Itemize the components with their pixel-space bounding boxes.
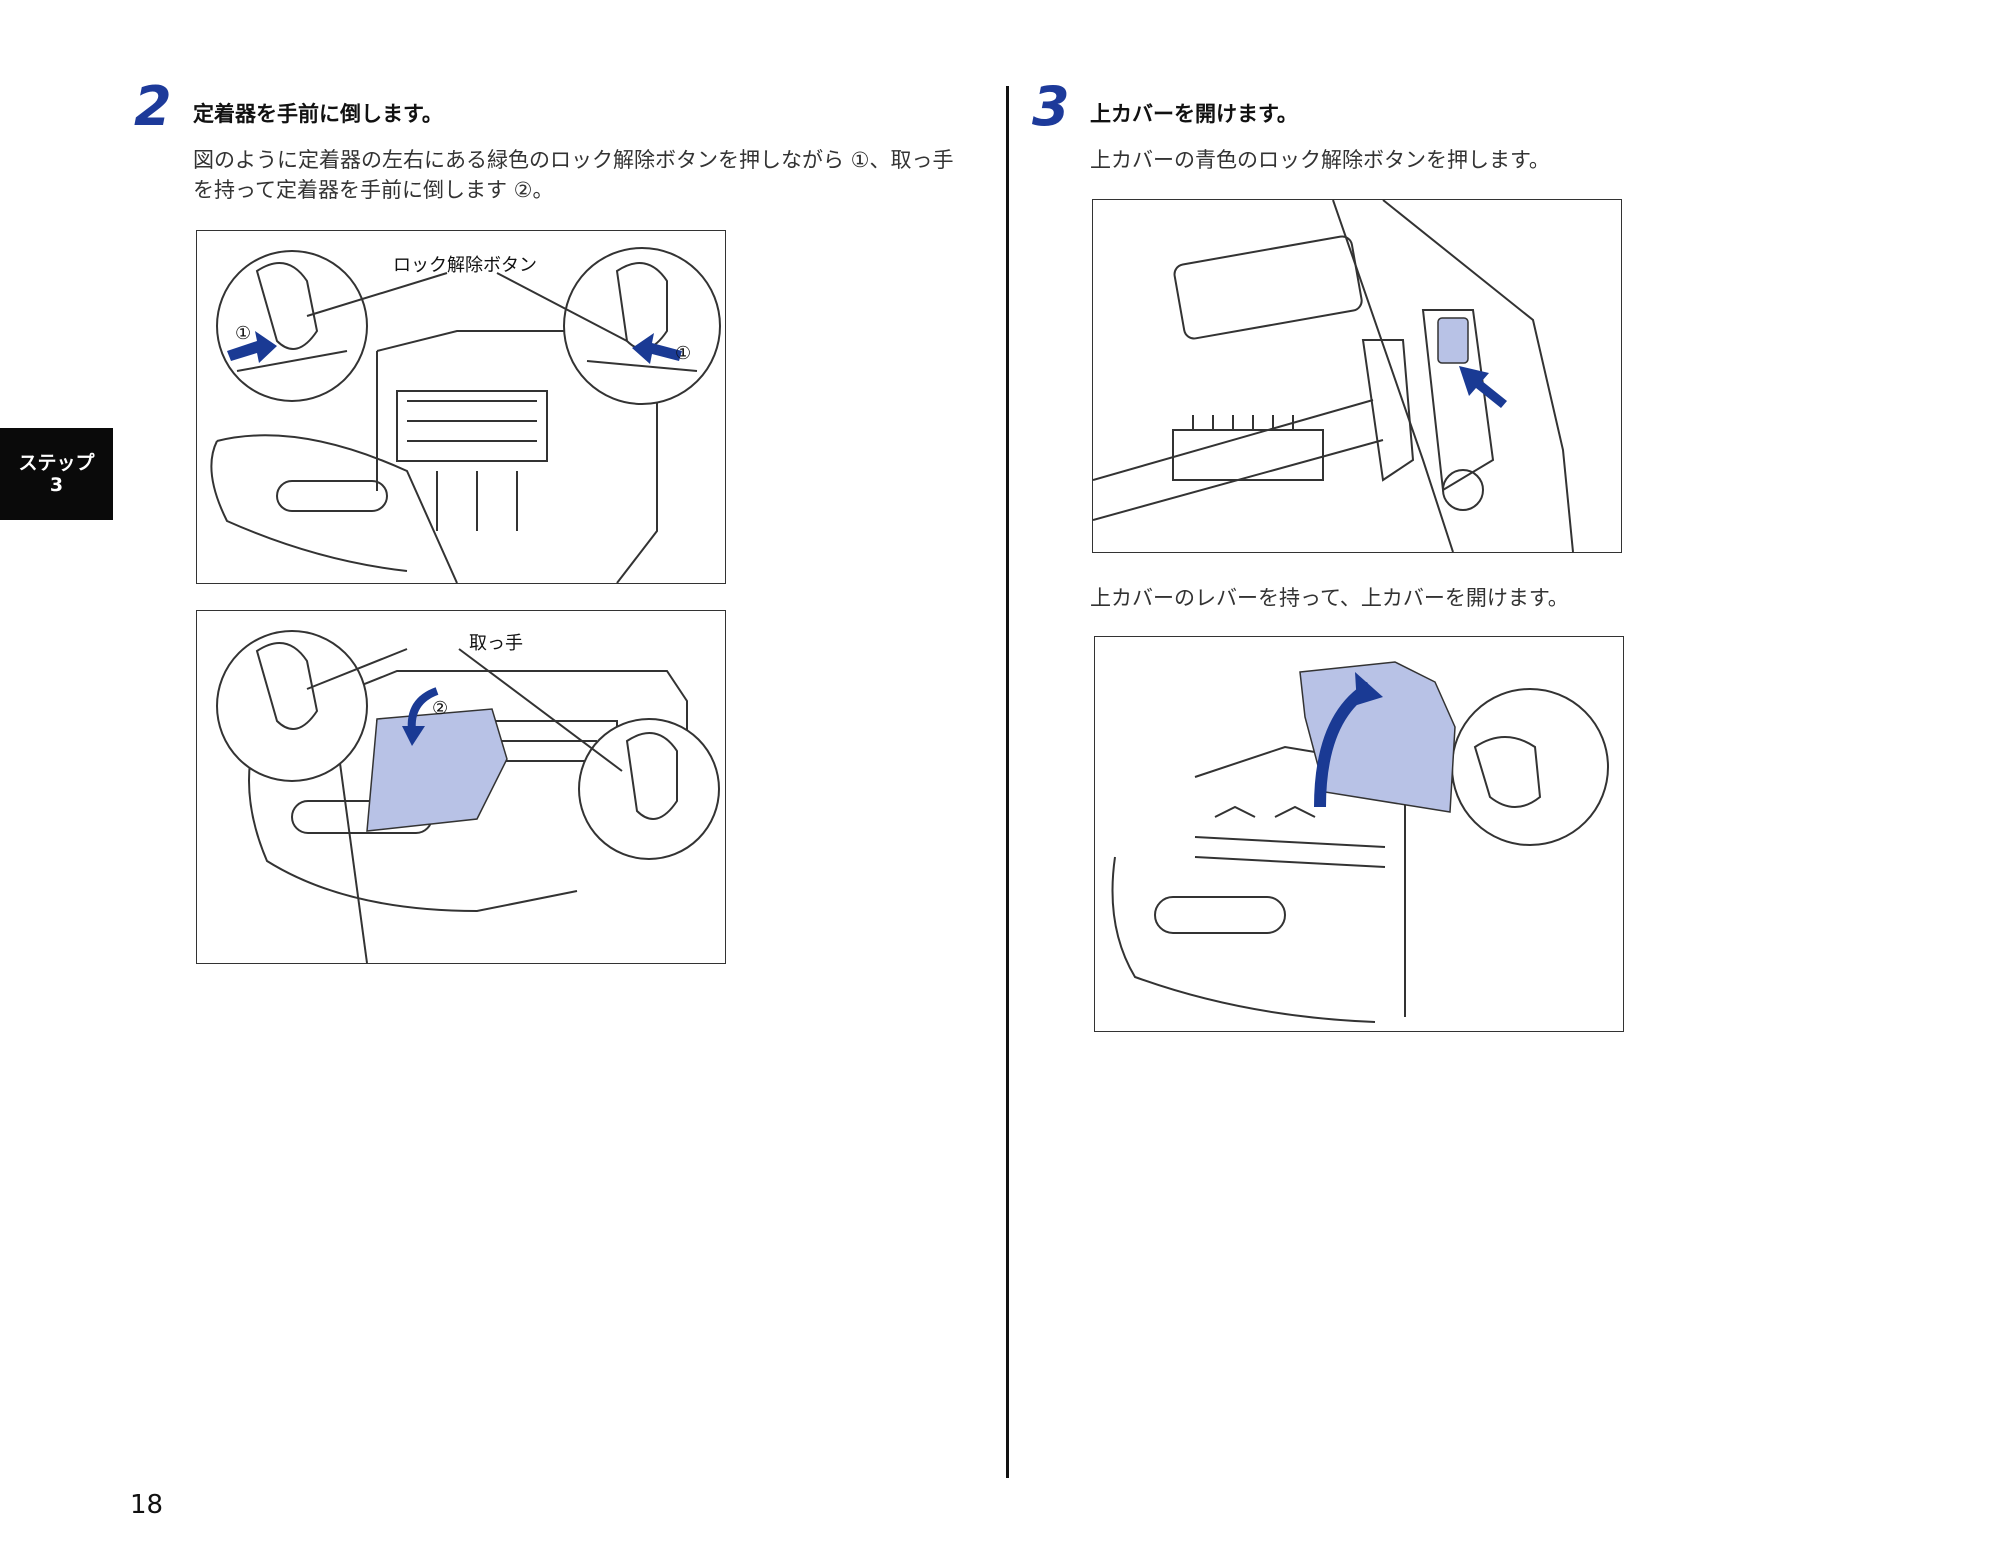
instruction-line: を持って定着器を手前に倒します ②。 <box>193 178 554 202</box>
figure-handle: 取っ手 ② <box>196 610 726 964</box>
printer-illustration: 取っ手 ② <box>216 630 720 963</box>
step-instruction: 図のように定着器の左右にある緑色のロック解除ボタンを押しながら ①、取っ手 を持… <box>193 145 993 205</box>
printer-illustration <box>1111 661 1609 1023</box>
step-title: 定着器を手前に倒します。 <box>193 102 443 126</box>
step-instruction: 上カバーのレバーを持って、上カバーを開けます。 <box>1090 586 1569 610</box>
instruction-line: 図のように定着器の左右にある緑色のロック解除ボタンを押しながら ①、取っ手 <box>193 148 954 172</box>
step-title: 上カバーを開けます。 <box>1090 102 1298 126</box>
marker-1: ① <box>235 323 251 344</box>
chapter-tab-number: 3 <box>49 474 64 496</box>
step-number: 3 <box>1032 75 1070 138</box>
printer-illustration <box>1093 200 1574 552</box>
column-divider <box>1006 86 1009 1478</box>
printer-illustration: ロック解除ボタン ① ① <box>210 247 721 583</box>
chapter-tab-label: ステップ <box>18 452 95 474</box>
callout-label: 取っ手 <box>469 633 523 654</box>
chapter-tab: ステップ 3 <box>0 428 113 520</box>
step-number: 2 <box>134 75 172 138</box>
figure-lock-release-buttons: ロック解除ボタン ① ① <box>196 230 726 584</box>
marker-1: ① <box>675 343 691 364</box>
figure-open-top-cover <box>1094 636 1624 1032</box>
step-instruction: 上カバーの青色のロック解除ボタンを押します。 <box>1090 148 1550 172</box>
figure-top-cover-lock <box>1092 199 1622 553</box>
marker-2: ② <box>432 698 448 719</box>
callout-label: ロック解除ボタン <box>393 255 537 276</box>
page-number: 18 <box>130 1490 164 1520</box>
